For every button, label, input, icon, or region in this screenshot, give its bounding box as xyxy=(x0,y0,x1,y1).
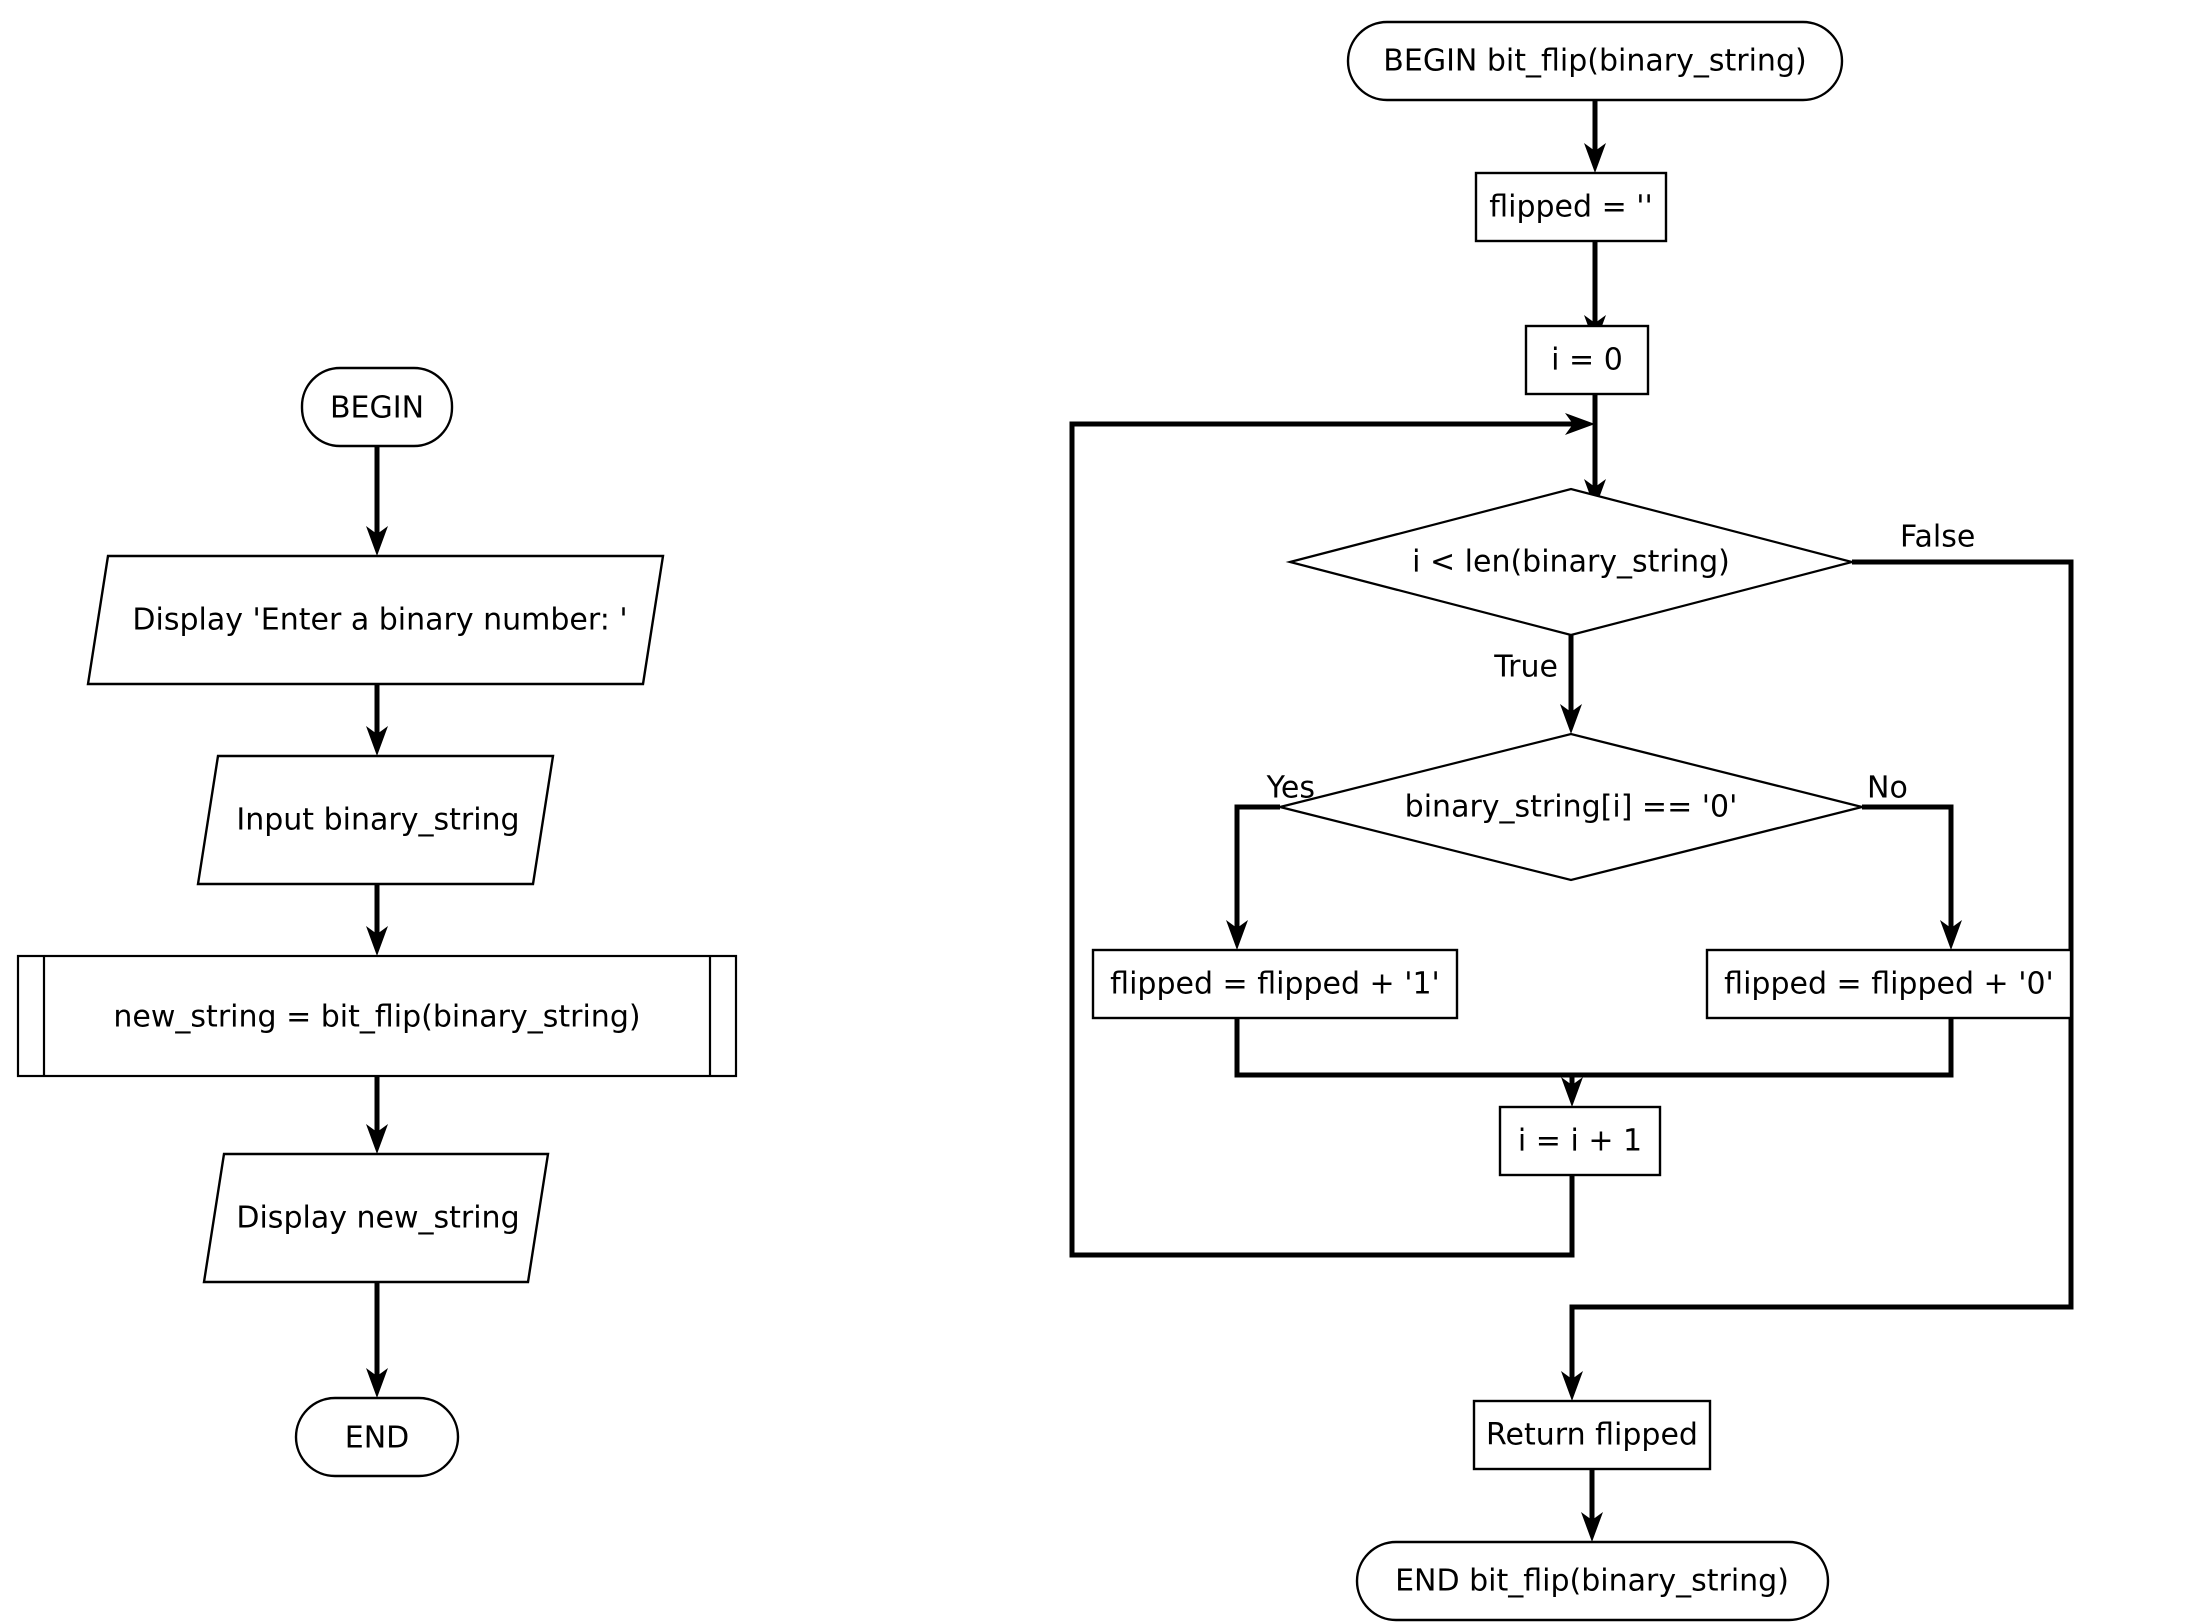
arrowhead-icon xyxy=(1561,1371,1583,1401)
node-begin-label: BEGIN xyxy=(330,391,424,426)
arrowhead-icon xyxy=(366,1368,388,1398)
node-input-label: Input binary_string xyxy=(236,803,519,838)
node-call-subroutine[interactable]: new_string = bit_flip(binary_string) xyxy=(16,954,738,1078)
sub-end-terminal-shape xyxy=(1355,1540,1830,1622)
node-sub-begin[interactable]: BEGIN bit_flip(binary_string) xyxy=(1346,20,1844,102)
edge-appendone-to-incr xyxy=(1234,1018,1572,1078)
edge-call-to-output xyxy=(366,1076,388,1154)
arrowhead-icon xyxy=(1581,1512,1603,1542)
node-sub-end[interactable]: END bit_flip(binary_string) xyxy=(1355,1540,1830,1622)
node-return[interactable]: Return flipped xyxy=(1472,1399,1712,1471)
node-input[interactable]: Input binary_string xyxy=(196,754,555,886)
node-incr-label: i = i + 1 xyxy=(1518,1124,1642,1159)
arrowhead-icon xyxy=(366,1124,388,1154)
edge-initi-to-loopcond xyxy=(1584,394,1606,509)
node-loop-cond[interactable]: i < len(binary_string) xyxy=(1285,487,1857,637)
arrowhead-icon xyxy=(366,526,388,556)
append-one-rect-shape xyxy=(1091,948,1459,1020)
incr-rect-shape xyxy=(1498,1105,1662,1177)
node-sub-end-label: END bit_flip(binary_string) xyxy=(1395,1564,1789,1599)
edge-label-yes: Yes xyxy=(1266,771,1315,806)
node-output[interactable]: Display new_string xyxy=(202,1152,550,1284)
init-flipped-rect-shape xyxy=(1474,171,1668,243)
edge-prompt-to-input xyxy=(366,684,388,756)
node-init-i[interactable]: i = 0 xyxy=(1524,324,1650,396)
edge-bitcond-yes: Yes xyxy=(1226,771,1315,950)
edge-appendzero-to-incr xyxy=(1561,1018,1954,1107)
chart-main-program: BEGIN Display 'Enter a binary number: ' … xyxy=(16,366,738,1478)
node-bit-cond[interactable]: binary_string[i] == '0' xyxy=(1279,732,1863,882)
node-bit-cond-label: binary_string[i] == '0' xyxy=(1405,790,1738,825)
edge-label-true: True xyxy=(1493,650,1558,685)
node-output-label: Display new_string xyxy=(236,1201,519,1236)
subroutine-outer-shape xyxy=(16,954,738,1078)
node-init-i-label: i = 0 xyxy=(1551,343,1623,378)
end-terminal-shape xyxy=(294,1396,460,1478)
edge-output-to-end xyxy=(366,1282,388,1398)
chart-bit-flip-subroutine: BEGIN bit_flip(binary_string) flipped = … xyxy=(1069,20,2074,1622)
node-prompt[interactable]: Display 'Enter a binary number: ' xyxy=(86,554,665,686)
arrowhead-icon xyxy=(1584,479,1606,509)
edge-begin-to-prompt xyxy=(366,446,388,556)
init-i-rect-shape xyxy=(1524,324,1650,396)
edge-loopcond-true: True xyxy=(1493,635,1582,734)
node-append-zero-label: flipped = flipped + '0' xyxy=(1724,967,2054,1002)
arrowhead-icon xyxy=(1226,920,1248,950)
node-incr[interactable]: i = i + 1 xyxy=(1498,1105,1662,1177)
node-return-label: Return flipped xyxy=(1486,1418,1698,1453)
input-parallelogram-shape xyxy=(196,754,555,886)
node-end[interactable]: END xyxy=(294,1396,460,1478)
node-sub-begin-label: BEGIN bit_flip(binary_string) xyxy=(1383,44,1806,79)
node-append-one[interactable]: flipped = flipped + '1' xyxy=(1091,948,1459,1020)
arrowhead-icon xyxy=(1565,413,1595,435)
edge-return-to-subend xyxy=(1581,1469,1603,1542)
edge-loopcond-false: False xyxy=(1561,520,2074,1401)
edge-input-to-call xyxy=(366,884,388,956)
edge-bitcond-no: No xyxy=(1862,771,1962,950)
append-zero-rect-shape xyxy=(1705,948,2073,1020)
node-end-label: END xyxy=(345,1421,410,1456)
edge-label-false: False xyxy=(1900,520,1975,555)
node-call-label: new_string = bit_flip(binary_string) xyxy=(113,1000,640,1035)
arrowhead-icon xyxy=(1560,704,1582,734)
node-append-one-label: flipped = flipped + '1' xyxy=(1110,967,1440,1002)
output-parallelogram-shape xyxy=(202,1152,550,1284)
node-init-flipped-label: flipped = '' xyxy=(1489,190,1653,225)
arrowhead-icon xyxy=(366,726,388,756)
edge-incr-to-loopcond-loopback xyxy=(1069,413,1595,1258)
node-init-flipped[interactable]: flipped = '' xyxy=(1474,171,1668,243)
arrowhead-icon xyxy=(1561,1077,1583,1107)
arrowhead-icon xyxy=(1940,920,1962,950)
node-prompt-label: Display 'Enter a binary number: ' xyxy=(132,603,627,638)
arrowhead-icon xyxy=(366,926,388,956)
edge-label-no: No xyxy=(1867,771,1908,806)
node-loop-cond-label: i < len(binary_string) xyxy=(1412,545,1730,580)
node-begin[interactable]: BEGIN xyxy=(300,366,454,448)
node-append-zero[interactable]: flipped = flipped + '0' xyxy=(1705,948,2073,1020)
prompt-parallelogram-shape xyxy=(86,554,665,686)
edge-subbegin-to-initflipped xyxy=(1584,100,1606,173)
arrowhead-icon xyxy=(1584,143,1606,173)
